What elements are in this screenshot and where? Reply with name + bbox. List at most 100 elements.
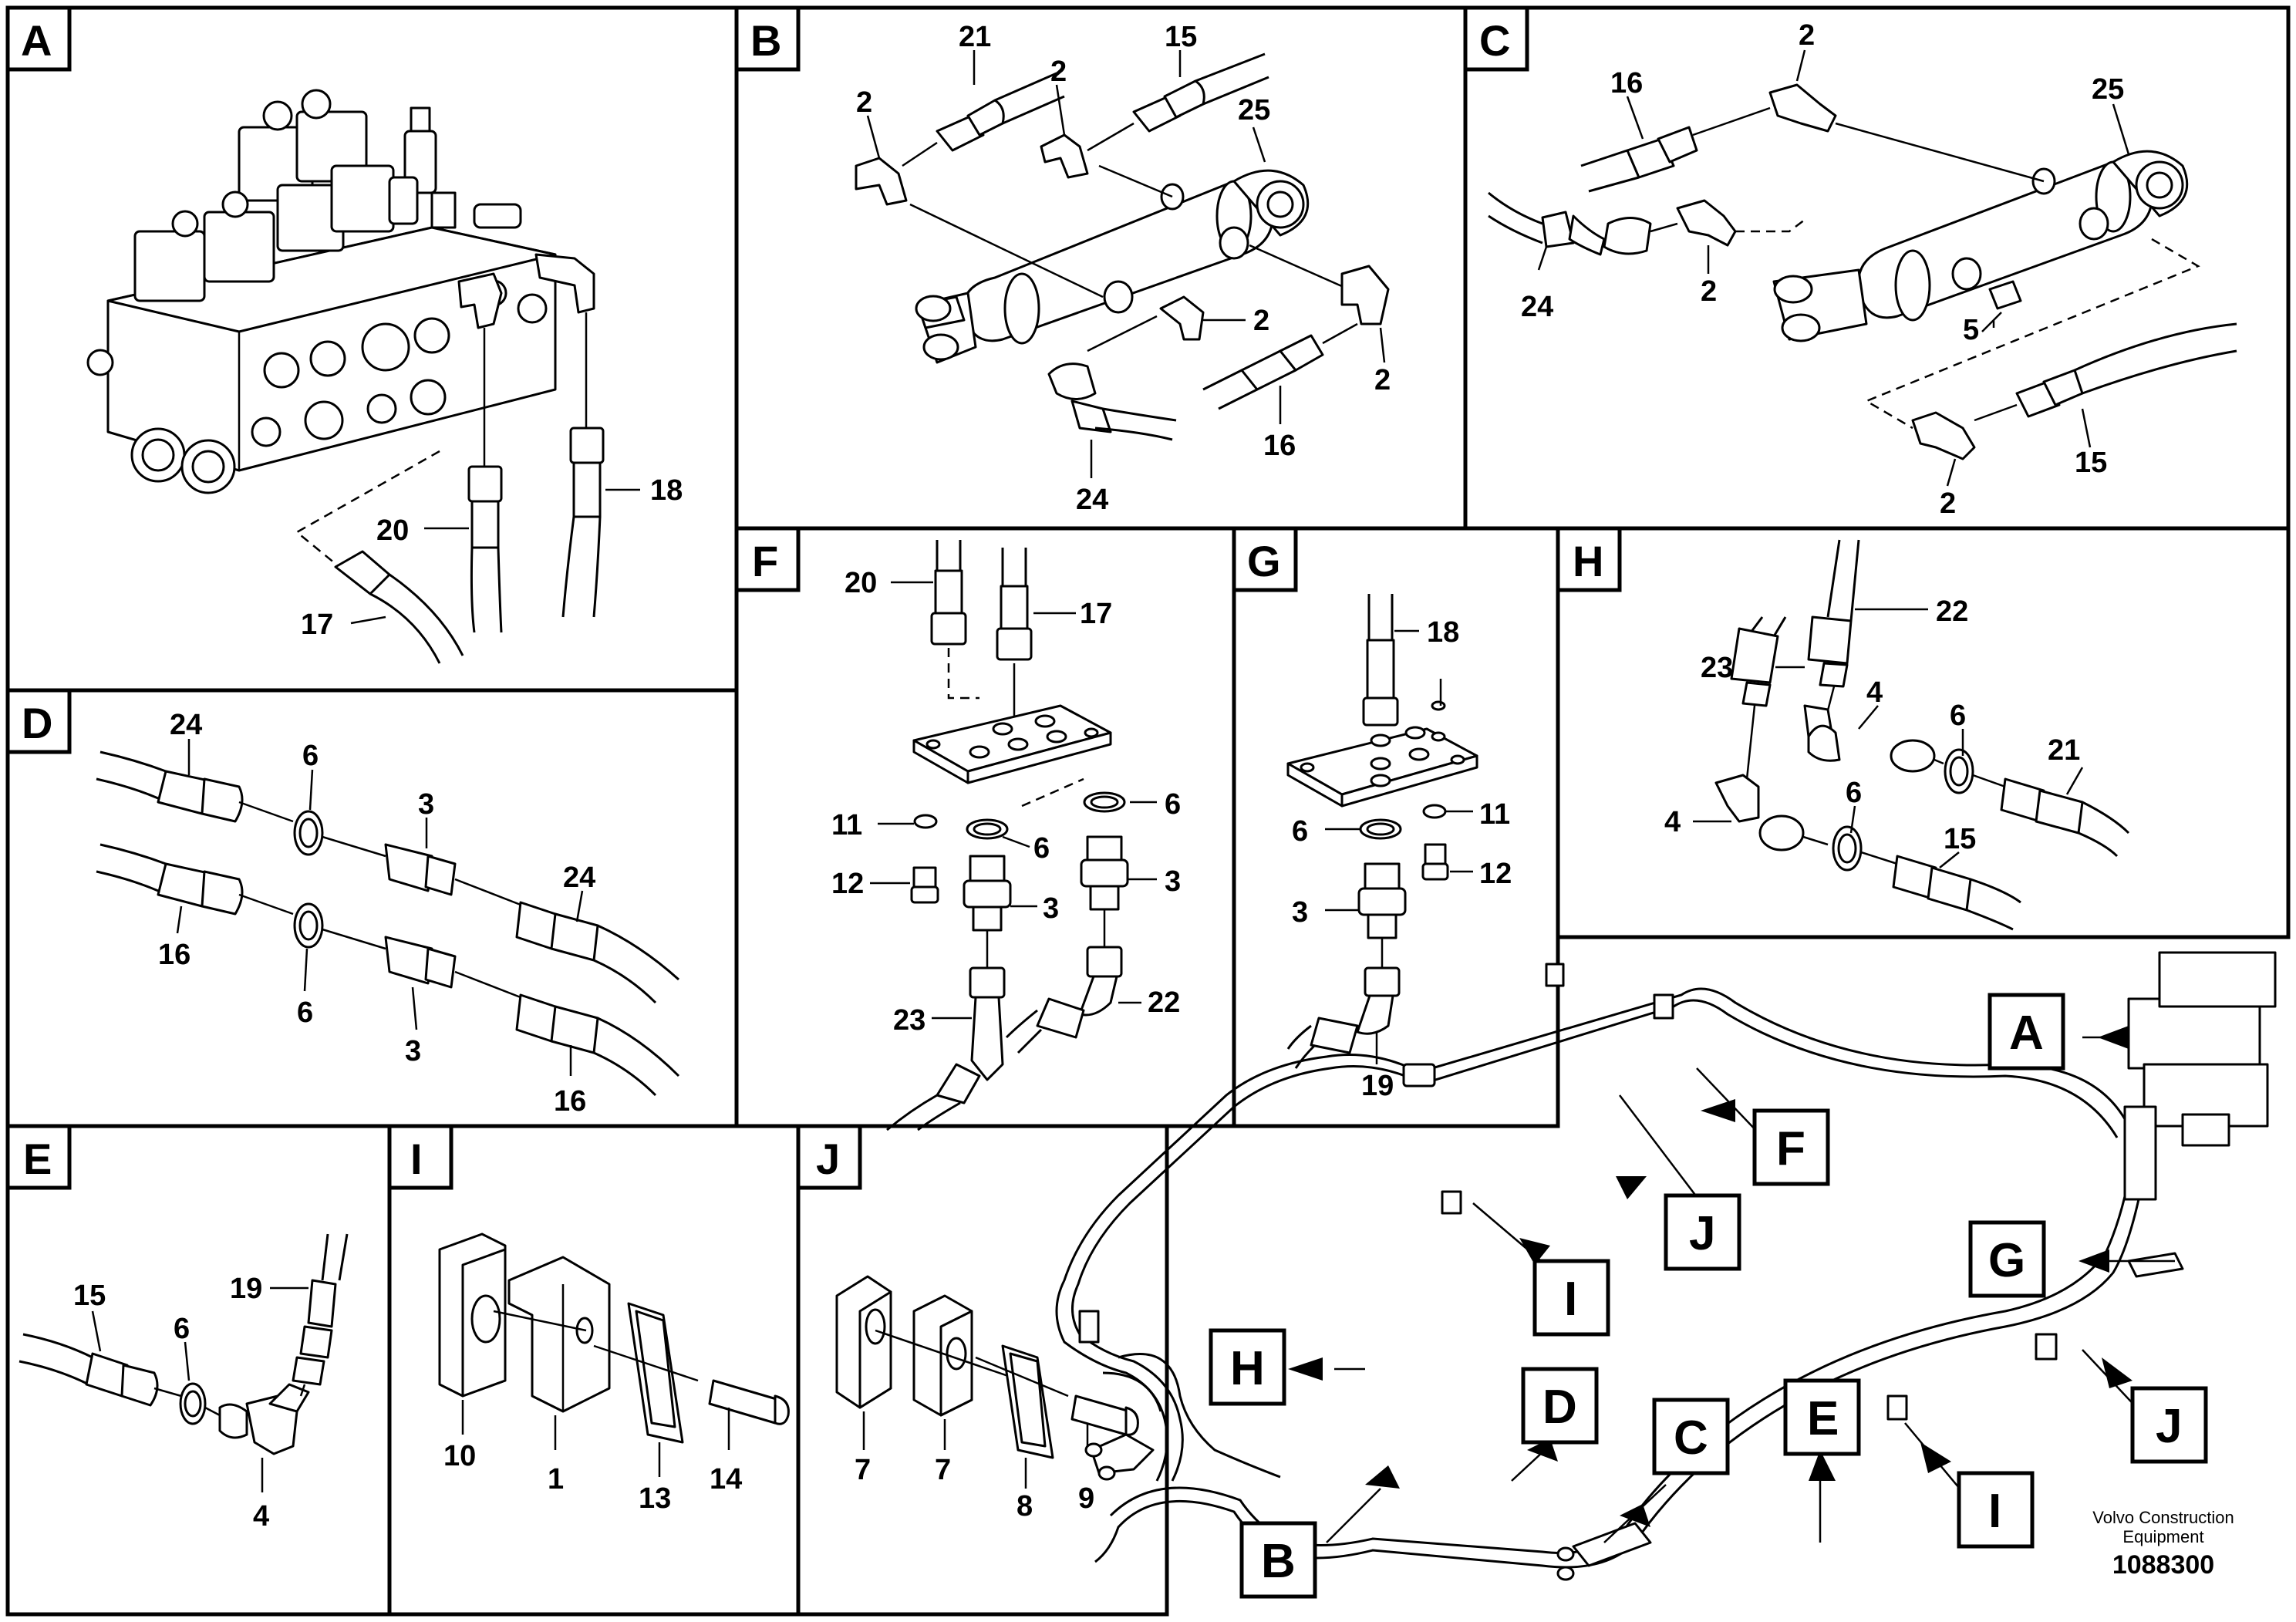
- callout-d: D: [1521, 1367, 1599, 1445]
- svg-text:J: J: [816, 1135, 840, 1183]
- panel-b-label-2b: 2: [1050, 56, 1067, 88]
- panel-e-tag: E: [5, 1124, 72, 1190]
- panel-i-tag: I: [387, 1124, 453, 1190]
- panel-j-tag: J: [796, 1124, 862, 1190]
- brand-line-2: Equipment: [2122, 1527, 2203, 1546]
- panel-b-label-2d: 2: [1374, 364, 1391, 396]
- panel-b-label-2c: 2: [1253, 305, 1269, 337]
- panel-e-drawing: 15 6 19 4: [19, 1233, 349, 1533]
- svg-text:F: F: [752, 537, 778, 585]
- svg-text:D: D: [22, 699, 52, 747]
- panel-b-drawing: 21 15 2 2 25 2 2 16 24: [855, 21, 1391, 516]
- panel-g-label-6: 6: [1292, 815, 1308, 848]
- panel-e-label-4: 4: [253, 1500, 269, 1533]
- panel-c-label-24: 24: [1521, 291, 1553, 323]
- panel-j-label-9: 9: [1078, 1482, 1094, 1515]
- panel-f-label-3a: 3: [1043, 892, 1059, 925]
- panel-d-frame: [5, 688, 739, 1128]
- panel-f-label-22: 22: [1148, 986, 1180, 1019]
- panel-e-label-19: 19: [230, 1273, 262, 1305]
- svg-text:C: C: [1674, 1411, 1708, 1465]
- panel-c-label-25: 25: [2092, 73, 2124, 106]
- svg-text:B: B: [750, 16, 781, 65]
- panel-d-label-3b: 3: [405, 1035, 421, 1067]
- panel-d-label-24a: 24: [170, 709, 202, 741]
- panel-h-label-15: 15: [1944, 823, 1976, 855]
- panel-f-label-11: 11: [831, 809, 862, 841]
- panel-d-tag: D: [5, 688, 72, 754]
- svg-text:E: E: [23, 1135, 52, 1183]
- callout-c: C: [1652, 1398, 1730, 1475]
- panel-d-label-3a: 3: [418, 788, 434, 821]
- callout-f: F: [1752, 1108, 1830, 1186]
- svg-text:F: F: [1776, 1122, 1805, 1175]
- panel-h-tag: H: [1556, 526, 1622, 592]
- valve-block-top: [106, 226, 557, 333]
- panel-i-label-1: 1: [548, 1463, 564, 1496]
- svg-text:D: D: [1542, 1381, 1577, 1434]
- panel-g-label-3: 3: [1292, 896, 1308, 929]
- callout-j-lower: J: [2130, 1386, 2208, 1464]
- svg-text:A: A: [2009, 1007, 2044, 1060]
- panel-b-tag: B: [734, 5, 801, 72]
- panel-g-label-19: 19: [1361, 1070, 1394, 1102]
- svg-text:J: J: [1689, 1207, 1715, 1260]
- panel-b-label-15: 15: [1165, 21, 1197, 53]
- panel-b-label-24: 24: [1076, 484, 1108, 516]
- panel-j-label-8: 8: [1017, 1490, 1033, 1523]
- panel-d-label-16b: 16: [554, 1085, 586, 1118]
- panel-c-label-2c: 2: [1940, 487, 1956, 520]
- panel-c-label-16: 16: [1610, 67, 1643, 99]
- panel-a-label-20: 20: [376, 514, 409, 547]
- panel-a-drawing: 20 18 17: [86, 89, 683, 664]
- panel-c-label-2b: 2: [1701, 275, 1717, 308]
- panel-g-label-18: 18: [1427, 616, 1459, 649]
- panel-h-label-23: 23: [1701, 652, 1733, 684]
- panel-a-tag: A: [5, 5, 72, 72]
- panel-h-label-22: 22: [1936, 595, 1968, 628]
- panel-g-tag: G: [1232, 526, 1298, 592]
- panel-c-label-2a: 2: [1799, 19, 1815, 52]
- svg-text:A: A: [21, 16, 52, 65]
- panel-h-label-21: 21: [2048, 734, 2080, 767]
- panel-f-label-17: 17: [1080, 598, 1112, 630]
- panel-d-drawing: 24 6 3 24 16 6 3 16: [96, 709, 680, 1118]
- svg-text:I: I: [1564, 1273, 1577, 1326]
- callout-a: A: [1988, 993, 2065, 1071]
- panel-b-label-2a: 2: [856, 86, 872, 119]
- panel-h-label-6a: 6: [1950, 700, 1966, 732]
- panel-g-label-12: 12: [1479, 858, 1512, 890]
- svg-text:E: E: [1807, 1392, 1839, 1445]
- panel-i-drawing: 10 1 13 14: [438, 1233, 790, 1515]
- panel-f-label-23: 23: [893, 1004, 925, 1037]
- panel-i-label-14: 14: [710, 1463, 742, 1496]
- panel-h-label-6b: 6: [1846, 777, 1862, 809]
- callout-i-lower: I: [1957, 1471, 2035, 1549]
- panel-c-tag: C: [1463, 5, 1529, 72]
- panel-f-label-12: 12: [831, 868, 864, 900]
- callout-h: H: [1209, 1328, 1286, 1406]
- panel-h-frame: [1556, 526, 2291, 939]
- panel-d-label-6b: 6: [297, 996, 313, 1029]
- svg-text:H: H: [1573, 537, 1603, 585]
- panel-d-label-6a: 6: [302, 740, 319, 772]
- panel-tags: A B C D F G H E I J: [5, 5, 1622, 1190]
- callout-g: G: [1968, 1220, 2046, 1298]
- panel-i-label-13: 13: [639, 1482, 671, 1515]
- panel-h-drawing: 22 23 4 6 21 4 6 15: [1664, 539, 2130, 931]
- brand-line-1: Volvo Construction: [2092, 1508, 2234, 1527]
- panel-f-label-3b: 3: [1165, 865, 1181, 898]
- panel-j-drawing: 7 7 8 9: [835, 1275, 1139, 1523]
- svg-text:C: C: [1479, 16, 1510, 65]
- panel-f-label-6a: 6: [1033, 832, 1050, 865]
- panel-i-label-10: 10: [443, 1440, 476, 1472]
- panel-a-label-18: 18: [650, 474, 683, 507]
- panel-e-label-6: 6: [174, 1313, 190, 1345]
- panel-d-label-24b: 24: [563, 862, 595, 894]
- callout-b: B: [1239, 1521, 1317, 1599]
- svg-text:B: B: [1261, 1535, 1296, 1588]
- panel-b-label-16: 16: [1263, 430, 1296, 462]
- callout-j-upper: J: [1664, 1193, 1741, 1271]
- svg-text:I: I: [410, 1135, 423, 1183]
- panel-g-label-11: 11: [1479, 798, 1510, 831]
